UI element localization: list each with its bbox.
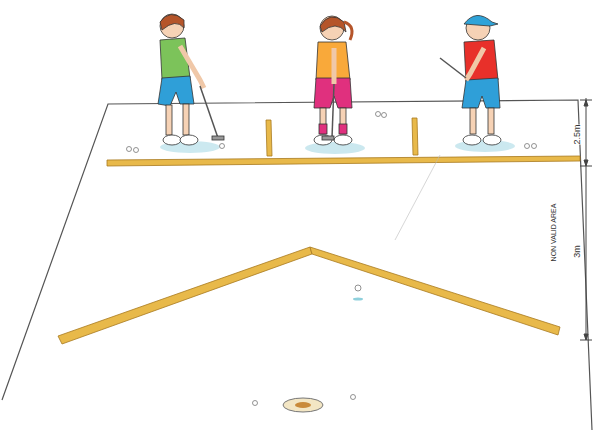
- ball-shadow: [353, 298, 363, 301]
- player-middle: [314, 16, 352, 145]
- dimension-label: 3m: [571, 245, 582, 258]
- dimension-label: 2.5m: [571, 124, 582, 144]
- wooden-bars: [58, 118, 580, 344]
- court-outline: [2, 100, 592, 430]
- player-left: [158, 14, 224, 145]
- ball-path: [395, 155, 440, 240]
- golf-balls: [127, 112, 537, 406]
- target-hole: [283, 398, 323, 412]
- area-note: NON VALID AREA: [551, 203, 558, 261]
- player-right: [440, 15, 501, 145]
